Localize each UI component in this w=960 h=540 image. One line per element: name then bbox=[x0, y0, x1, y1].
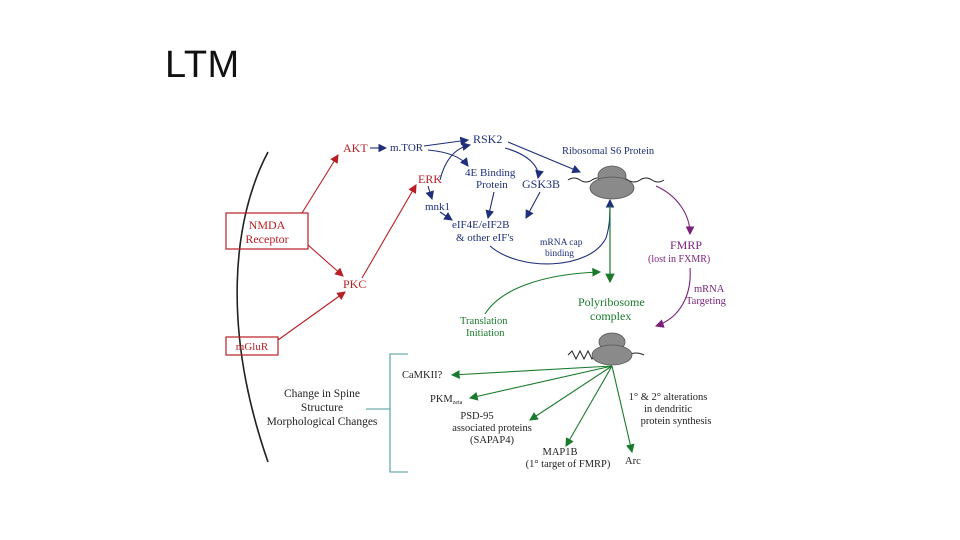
eif-label-2: & other eIF's bbox=[456, 232, 514, 244]
map1b-label-2: (1° target of FMRP) bbox=[526, 459, 611, 470]
polyribosome-label-2: complex bbox=[590, 309, 631, 323]
binding-4e-label-2: Protein bbox=[476, 179, 508, 191]
arrow-mnk1-eif bbox=[439, 211, 453, 221]
mrna-targeting-label-1: mRNA bbox=[694, 284, 725, 295]
membrane-curve bbox=[236, 151, 269, 463]
eif-label-1: eIF4E/eIF2B bbox=[452, 219, 509, 231]
arc-label: Arc bbox=[625, 456, 641, 467]
alterations-label-2: in dendritic bbox=[644, 404, 692, 415]
nmda-label-1: NMDA bbox=[249, 218, 286, 232]
arrow-to-map1b bbox=[565, 365, 613, 447]
ribosome-bottom-large bbox=[591, 344, 633, 366]
arrow-to-psd95 bbox=[529, 365, 613, 421]
map1b-label-1: MAP1B bbox=[542, 447, 577, 458]
arrow-to-pkm bbox=[468, 365, 613, 401]
arrow-erk-mnk1 bbox=[425, 185, 434, 201]
spine-label-1: Change in Spine bbox=[284, 388, 360, 400]
arrow-mtor-rsk2 bbox=[423, 136, 470, 147]
ribosome-top-large bbox=[589, 176, 635, 200]
spine-label-2: Structure bbox=[301, 402, 343, 414]
ribosomal-s6-label: Ribosomal S6 Protein bbox=[562, 146, 655, 157]
mrna-cap-label-2: binding bbox=[545, 249, 574, 259]
mrna-cap-label-1: mRNA cap bbox=[540, 238, 583, 248]
arrow-pkc-erk bbox=[361, 184, 417, 279]
arrow-mglur-pkc bbox=[277, 291, 346, 341]
mrna-targeting-label-2: Targeting bbox=[686, 296, 727, 307]
akt-label: AKT bbox=[343, 141, 368, 155]
camkii-label: CaMKII? bbox=[402, 370, 443, 381]
mnk1-label: mnk1 bbox=[425, 201, 450, 213]
alterations-label-3: protein synthesis bbox=[641, 416, 712, 427]
arrow-ribosome-fmrp bbox=[655, 185, 695, 236]
pkm-main: PKM bbox=[430, 394, 453, 405]
psd95-label-1: PSD-95 bbox=[460, 411, 493, 422]
nmda-receptor-box bbox=[225, 212, 309, 250]
arrow-erk-rsk2 bbox=[439, 142, 472, 181]
arrow-nmda-akt bbox=[301, 154, 339, 214]
arrow-rsk2-s6 bbox=[507, 141, 582, 174]
fmrp-sub-label: (lost in FXMR) bbox=[648, 254, 710, 265]
psd95-label-2: associated proteins bbox=[452, 423, 532, 434]
translation-label-1: Translation bbox=[460, 316, 508, 327]
slide-title: LTM bbox=[165, 44, 240, 86]
pkm-label: PKMzeta bbox=[430, 394, 463, 406]
arrow-translation-initiation bbox=[484, 267, 602, 315]
spine-label-3: Morphological Changes bbox=[267, 416, 378, 428]
gsk3b-label: GSK3B bbox=[522, 177, 560, 191]
erk-label: ERK bbox=[418, 172, 442, 186]
arrow-mtor-4ebp bbox=[427, 149, 469, 167]
pkm-subscript: zeta bbox=[453, 400, 463, 406]
fmrp-label: FMRP bbox=[670, 238, 702, 252]
arrow-nmda-pkc bbox=[307, 244, 344, 277]
nmda-label-2: Receptor bbox=[245, 232, 288, 246]
arrow-rsk2-gsk3b bbox=[504, 147, 544, 180]
arrow-to-camkii bbox=[450, 365, 613, 379]
spine-bracket bbox=[389, 353, 408, 473]
arrow-to-arc bbox=[611, 365, 635, 454]
mtor-label: m.TOR bbox=[390, 142, 424, 154]
psd95-label-3: (SAPAP4) bbox=[470, 435, 514, 446]
mglur-box bbox=[225, 336, 279, 356]
polyribosome-label-1: Polyribosome bbox=[578, 295, 645, 309]
alterations-label-1: 1° & 2° alterations bbox=[629, 392, 708, 403]
mglur-label: mGluR bbox=[236, 341, 269, 353]
arrow-gsk3b-eif bbox=[525, 191, 541, 219]
binding-4e-label-1: 4E Binding bbox=[465, 167, 516, 179]
arrow-4ebp-eif bbox=[485, 191, 495, 220]
pkc-label: PKC bbox=[343, 277, 366, 291]
arrow-fmrp-polyribosome bbox=[654, 267, 691, 328]
rsk2-label: RSK2 bbox=[473, 132, 502, 146]
translation-label-2: Initiation bbox=[466, 328, 505, 339]
